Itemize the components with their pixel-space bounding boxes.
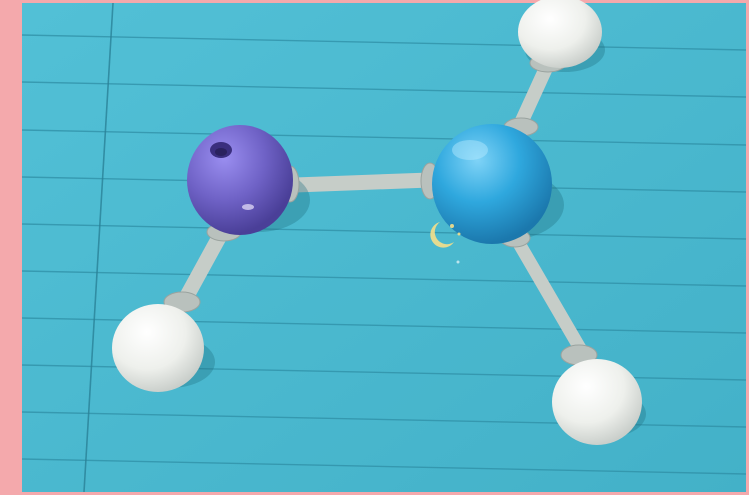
white-atom-lower-right xyxy=(552,359,642,445)
white-atom-lower-left xyxy=(112,304,204,392)
blue-atom xyxy=(432,124,552,244)
bond-lower-right xyxy=(510,233,595,369)
purple-atom xyxy=(187,125,293,235)
margin-line xyxy=(83,2,114,493)
bond-center xyxy=(287,172,438,193)
white-atom-top xyxy=(518,0,602,68)
moon-watermark-icon xyxy=(430,222,461,264)
